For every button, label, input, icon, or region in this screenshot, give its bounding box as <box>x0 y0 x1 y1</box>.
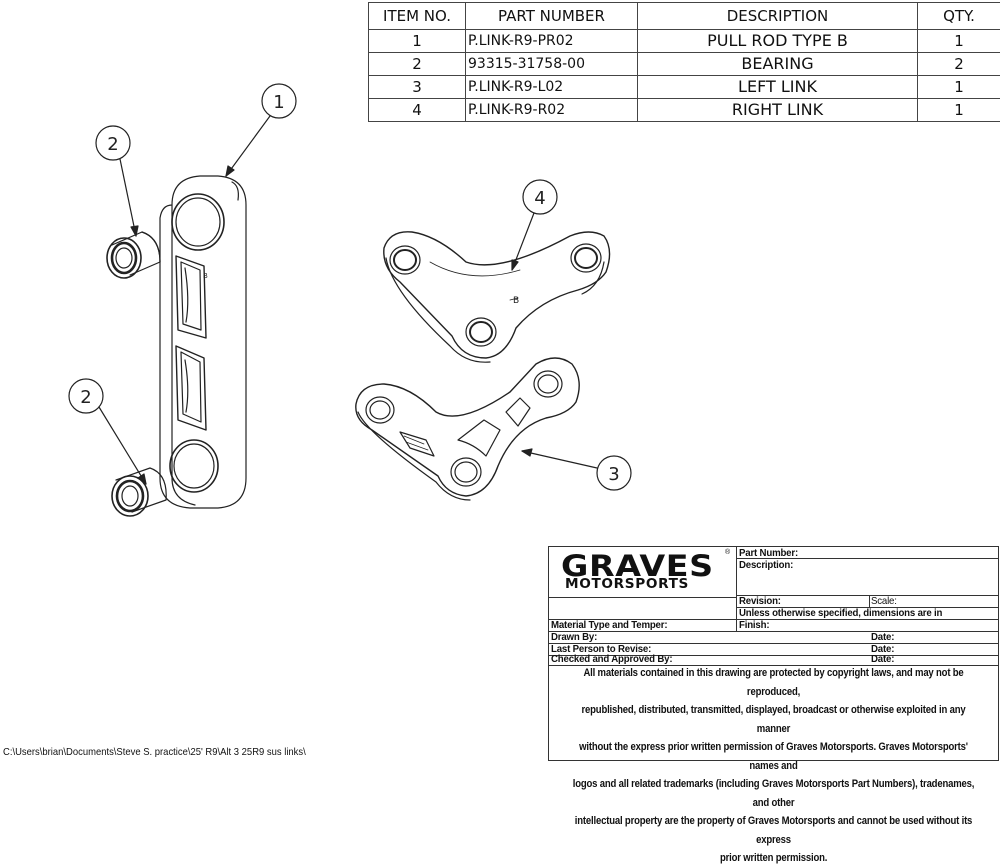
svg-text:1: 1 <box>273 92 284 113</box>
graves-motorsports-logo: GRAVES MOTORSPORTS ® <box>549 547 737 597</box>
pull-rod-marking: B <box>203 272 208 280</box>
notice-line: logos and all related trademarks (includ… <box>571 775 975 812</box>
svg-text:2: 2 <box>107 134 118 155</box>
balloon-1: 1 <box>226 84 296 176</box>
notice-line: intellectual property are the property o… <box>571 812 975 849</box>
right-link-marking: B <box>513 296 519 306</box>
pull-rod-part: B <box>160 176 246 508</box>
balloon-3: 3 <box>522 449 631 490</box>
file-path: C:\Users\brian\Documents\Steve S. practi… <box>3 746 306 758</box>
svg-text:4: 4 <box>534 188 545 209</box>
bearing-bottom-part <box>112 468 166 516</box>
notice-line: without the express prior written permis… <box>571 738 975 775</box>
scale-label: Scale: <box>871 595 897 607</box>
balloon-2-top: 2 <box>96 126 138 236</box>
left-link-part <box>356 358 579 500</box>
notice-line: prior written permission. <box>720 849 827 868</box>
balloon-2-bottom: 2 <box>69 379 146 484</box>
units-note: Unless otherwise specified, dimensions a… <box>739 607 942 619</box>
notice-line: republished, distributed, transmitted, d… <box>571 701 975 738</box>
bearing-top-part <box>107 232 160 278</box>
title-block: GRAVES MOTORSPORTS ® Part Number: Descri… <box>548 546 999 761</box>
finish-label: Finish: <box>739 619 769 631</box>
notice-line: All materials contained in this drawing … <box>571 664 975 701</box>
drawn-date-label: Date: <box>871 631 894 643</box>
balloon-4: 4 <box>512 180 557 270</box>
logo-registered-mark: ® <box>725 549 730 556</box>
description-label: Description: <box>739 559 793 571</box>
drawn-by-label: Drawn By: <box>551 631 597 643</box>
assembly-drawing: B B <box>0 0 1000 545</box>
svg-text:2: 2 <box>80 387 91 408</box>
logo-subtitle: MOTORSPORTS <box>565 577 689 592</box>
material-label: Material Type and Temper: <box>551 619 667 631</box>
right-link-part: B <box>384 232 610 362</box>
svg-text:3: 3 <box>608 464 619 485</box>
part-number-label: Part Number: <box>739 547 798 559</box>
revision-label: Revision: <box>739 595 781 607</box>
copyright-notice: All materials contained in this drawing … <box>549 664 998 868</box>
